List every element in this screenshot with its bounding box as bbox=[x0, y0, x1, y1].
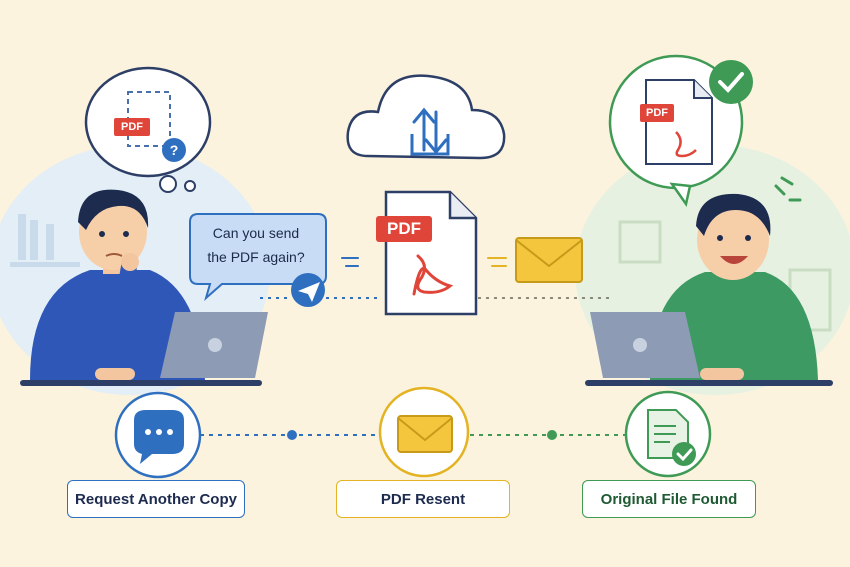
left-shelf-decoration bbox=[10, 214, 80, 267]
left-desk bbox=[20, 380, 262, 386]
envelope-icon bbox=[515, 237, 583, 283]
thought-pdf-badge: PDF bbox=[121, 121, 143, 133]
step-label-resent: PDF Resent bbox=[336, 480, 510, 518]
speech-bubble-text: Can you send the PDF again? bbox=[196, 221, 316, 269]
speech-line-1: Can you send bbox=[212, 225, 300, 241]
send-plane-icon bbox=[291, 273, 325, 307]
step-label-found: Original File Found bbox=[582, 480, 756, 518]
upload-cloud-icon bbox=[346, 74, 506, 160]
found-pdf-badge: PDF bbox=[646, 107, 668, 119]
thought-cloud-icon: ? bbox=[84, 66, 212, 193]
step-label-request: Request Another Copy bbox=[67, 480, 245, 518]
speech-bubble bbox=[189, 213, 327, 301]
center-pdf-badge: PDF bbox=[387, 219, 421, 238]
motion-lines-left bbox=[341, 257, 359, 267]
chat-icon bbox=[114, 391, 202, 479]
bottom-connector-right-dot bbox=[547, 430, 557, 440]
motion-lines-right bbox=[487, 257, 507, 267]
document-check-icon bbox=[624, 390, 712, 478]
question-icon bbox=[162, 138, 186, 162]
found-bubble bbox=[608, 54, 753, 208]
right-laptop-icon bbox=[590, 312, 744, 380]
left-laptop-icon bbox=[95, 312, 268, 380]
svg-text:?: ? bbox=[170, 142, 179, 158]
bottom-envelope-icon bbox=[378, 386, 470, 478]
speech-line-2: the PDF again? bbox=[207, 249, 305, 265]
pdf-file-icon bbox=[376, 190, 478, 316]
left-person bbox=[30, 189, 205, 380]
right-desk bbox=[585, 380, 833, 386]
check-icon bbox=[709, 60, 753, 104]
bottom-connector-left-dot bbox=[287, 430, 297, 440]
